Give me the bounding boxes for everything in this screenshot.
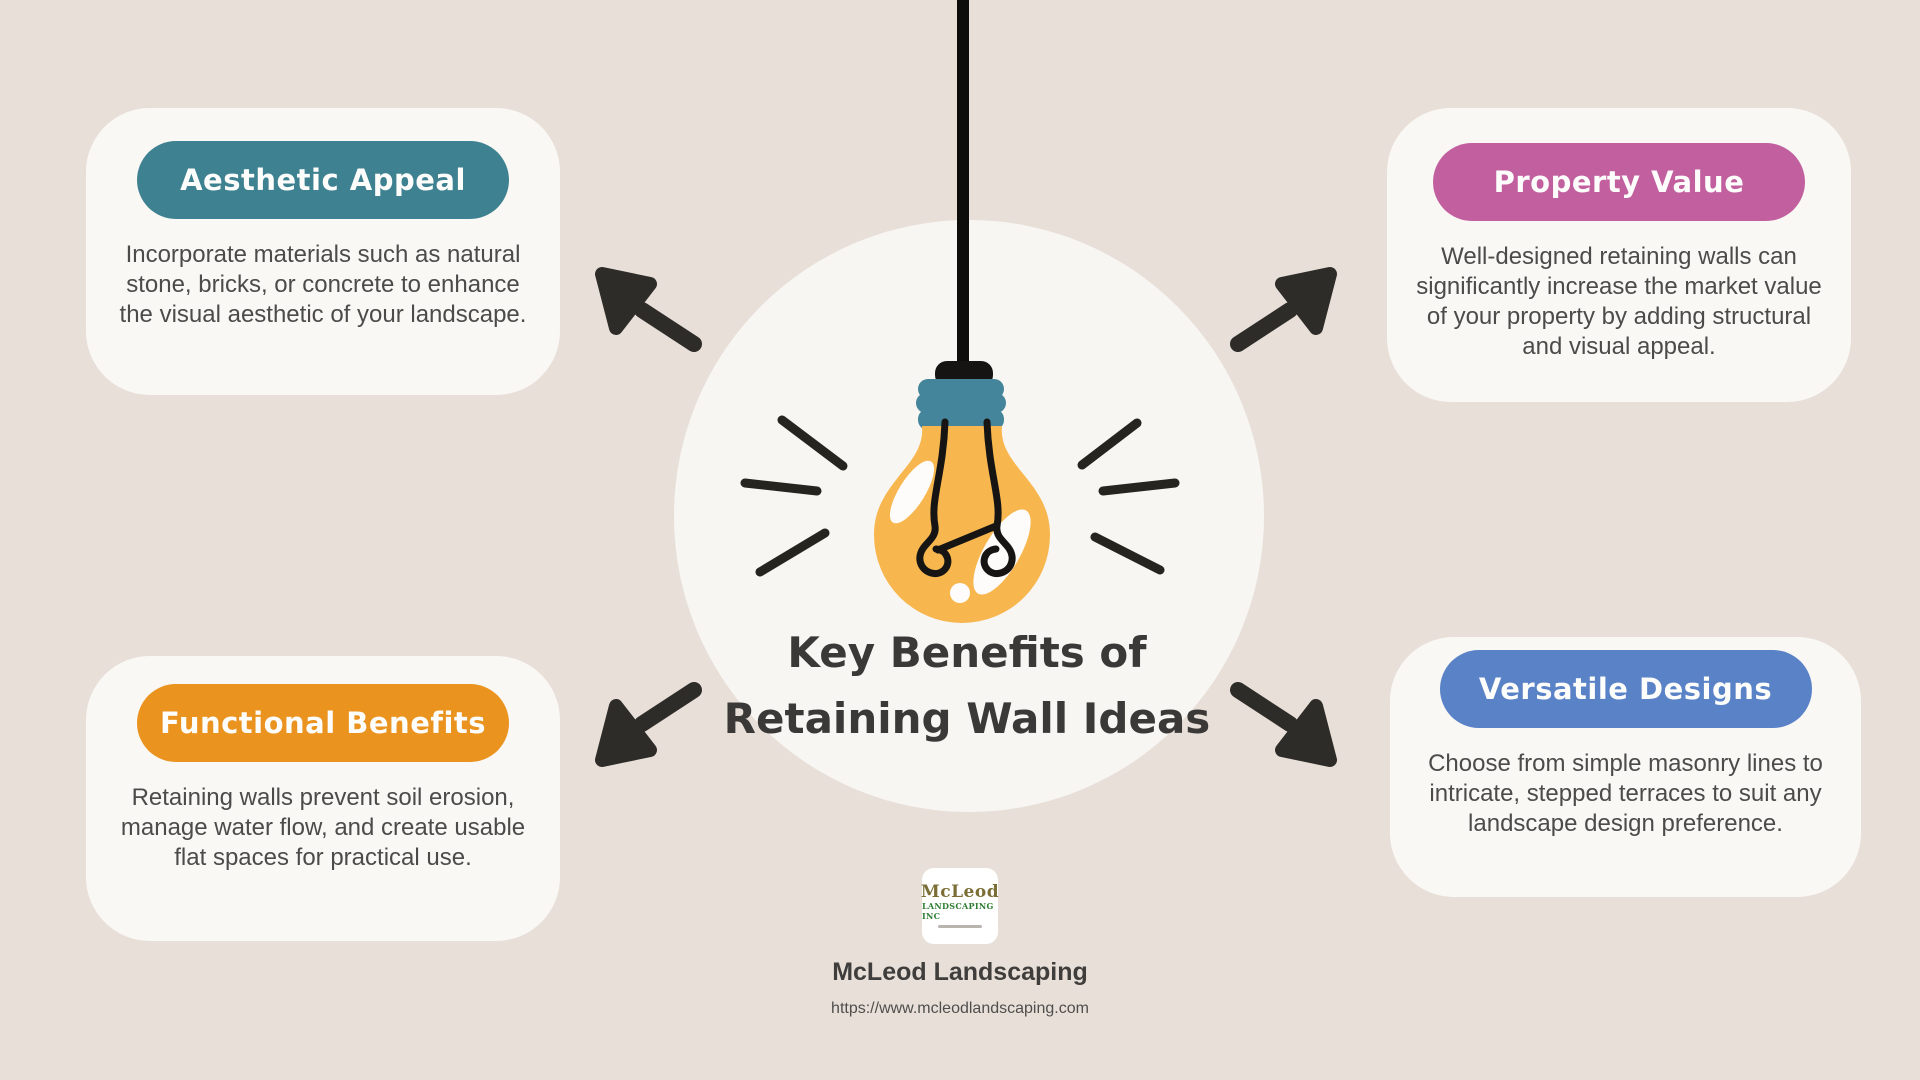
page-title-line1: Key Benefits of (787, 628, 1147, 677)
arrow-bottom-left-icon (595, 682, 702, 767)
card-title-pill: Property Value (1433, 143, 1805, 221)
logo-tagline-decoration (938, 925, 982, 928)
bulb-filament (916, 418, 1016, 578)
card-versatile-designs: Versatile Designs Choose from simple mas… (1390, 637, 1861, 897)
card-title-pill: Functional Benefits (137, 684, 509, 762)
bulb-rays-icon (740, 415, 1180, 577)
page-title: Key Benefits of Retaining Wall Ideas (717, 620, 1217, 752)
card-body: Retaining walls prevent soil erosion, ma… (120, 784, 526, 871)
card-title: Versatile Designs (1478, 672, 1773, 706)
bulb-cord (957, 0, 969, 370)
company-logo: McLeod LANDSCAPING INC (920, 868, 1000, 944)
card-property-value: Property Value Well-designed retaining w… (1387, 108, 1851, 402)
card-body: Well-designed retaining walls can signif… (1416, 243, 1822, 360)
arrow-bottom-right-icon (1230, 682, 1337, 767)
card-title: Aesthetic Appeal (180, 163, 466, 197)
card-body: Choose from simple masonry lines to intr… (1428, 750, 1823, 837)
logo-subtitle: LANDSCAPING INC (922, 901, 994, 921)
card-title: Functional Benefits (159, 706, 487, 740)
bulb-cap (916, 379, 1006, 430)
page-title-line2: Retaining Wall Ideas (723, 694, 1211, 743)
card-body: Incorporate materials such as natural st… (119, 241, 527, 328)
card-functional-benefits: Functional Benefits Retaining walls prev… (86, 656, 560, 941)
card-title-pill: Versatile Designs (1439, 650, 1812, 728)
lightbulb-icon (740, 361, 1180, 623)
arrow-top-right-icon (1230, 267, 1337, 352)
logo-wordmark: McLeod (920, 882, 1000, 902)
card-title-pill: Aesthetic Appeal (137, 141, 509, 219)
card-title: Property Value (1493, 165, 1745, 199)
arrow-top-left-icon (595, 267, 702, 352)
card-aesthetic-appeal: Aesthetic Appeal Incorporate materials s… (86, 108, 560, 395)
company-url: https://www.mcleodlandscaping.com (831, 1000, 1089, 1017)
company-name: McLeod Landscaping (832, 958, 1088, 986)
